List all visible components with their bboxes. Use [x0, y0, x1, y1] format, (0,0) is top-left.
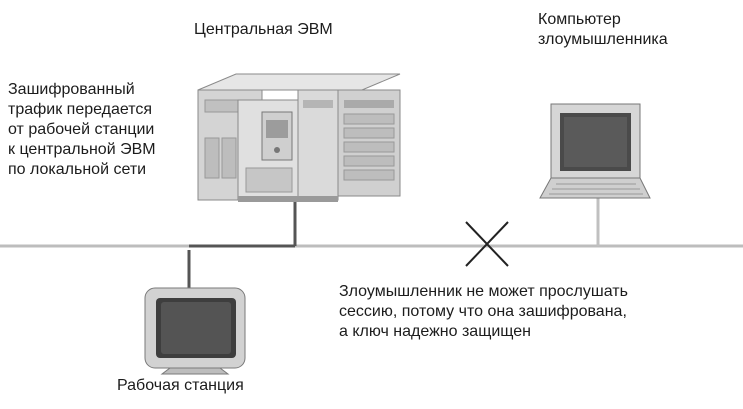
mainframe-icon — [197, 73, 401, 202]
encrypted-traffic-note: Зашифрованный трафик передается от рабоч… — [8, 81, 156, 178]
workstation-label: Рабочая станция — [117, 377, 244, 394]
monitor-icon — [144, 287, 246, 375]
mainframe-label: Центральная ЭВМ — [194, 21, 333, 38]
x-mark-icon — [465, 221, 509, 267]
laptop-icon — [539, 103, 651, 199]
attacker-computer-label: Компьютер злоумышленника — [538, 11, 668, 48]
attacker-cannot-listen-note: Злоумышленник не может прослушать сессию… — [339, 283, 628, 340]
